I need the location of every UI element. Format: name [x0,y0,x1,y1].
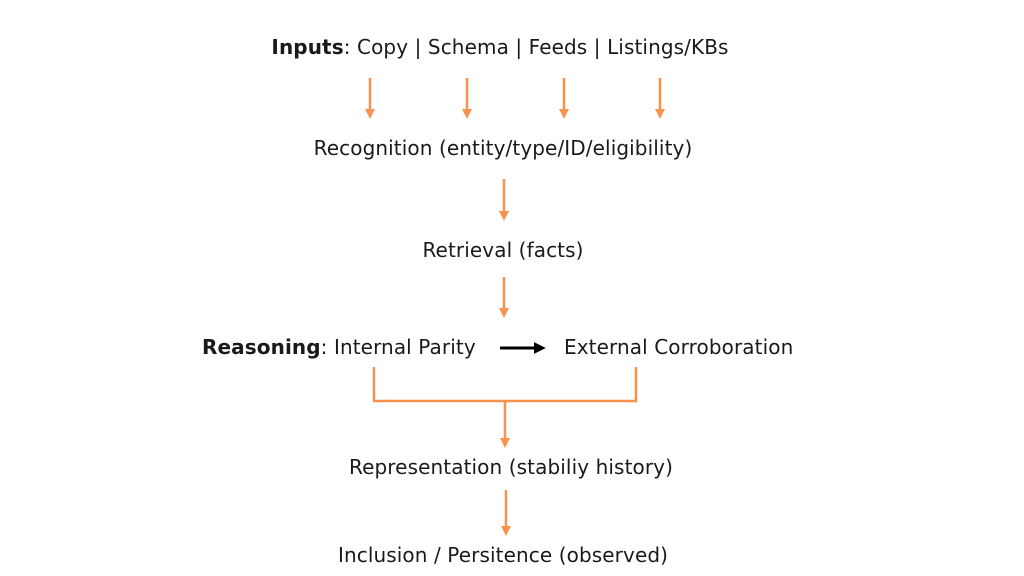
recognition-node: Recognition (entity/type/ID/eligibility) [313,136,693,160]
reasoning-node: Reasoning: Internal Parity [202,335,476,359]
inputs-list: : Copy | Schema | Feeds | Listings/KBs [343,35,729,59]
representation-node: Representation (stabiliy history) [348,455,674,479]
external-corroboration-node: External Corroboration [564,335,794,359]
inputs-node: Inputs: Copy | Schema | Feeds | Listings… [271,35,728,59]
inputs-prefix: Inputs [271,35,344,59]
internal-parity-label: : Internal Parity [320,335,476,359]
inclusion-node: Inclusion / Persitence (observed) [337,543,669,567]
reasoning-prefix: Reasoning [202,335,321,359]
merge-bracket [372,367,638,403]
retrieval-node: Retrieval (facts) [422,238,584,262]
